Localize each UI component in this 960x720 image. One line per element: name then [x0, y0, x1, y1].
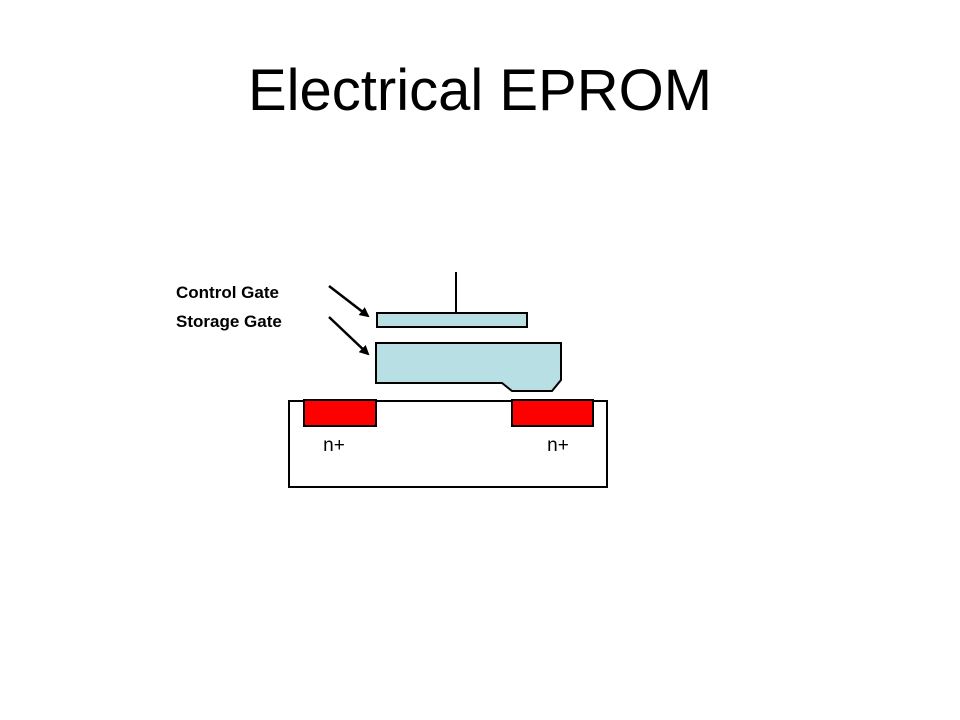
control-gate-arrow — [328, 285, 370, 318]
substrate-outline — [288, 400, 608, 488]
n-plus-drain-label: n+ — [547, 435, 569, 456]
n-plus-source-label: n+ — [323, 435, 345, 456]
n-plus-source-region — [303, 399, 377, 427]
storage-gate — [375, 342, 562, 392]
control-gate-label: Control Gate — [176, 283, 279, 302]
slide-title: Electrical EPROM — [247, 58, 713, 123]
storage-gate-label: Storage Gate — [176, 312, 282, 331]
control-gate — [376, 312, 528, 328]
storage-gate-arrow — [328, 316, 370, 356]
n-plus-drain-region — [511, 399, 594, 427]
